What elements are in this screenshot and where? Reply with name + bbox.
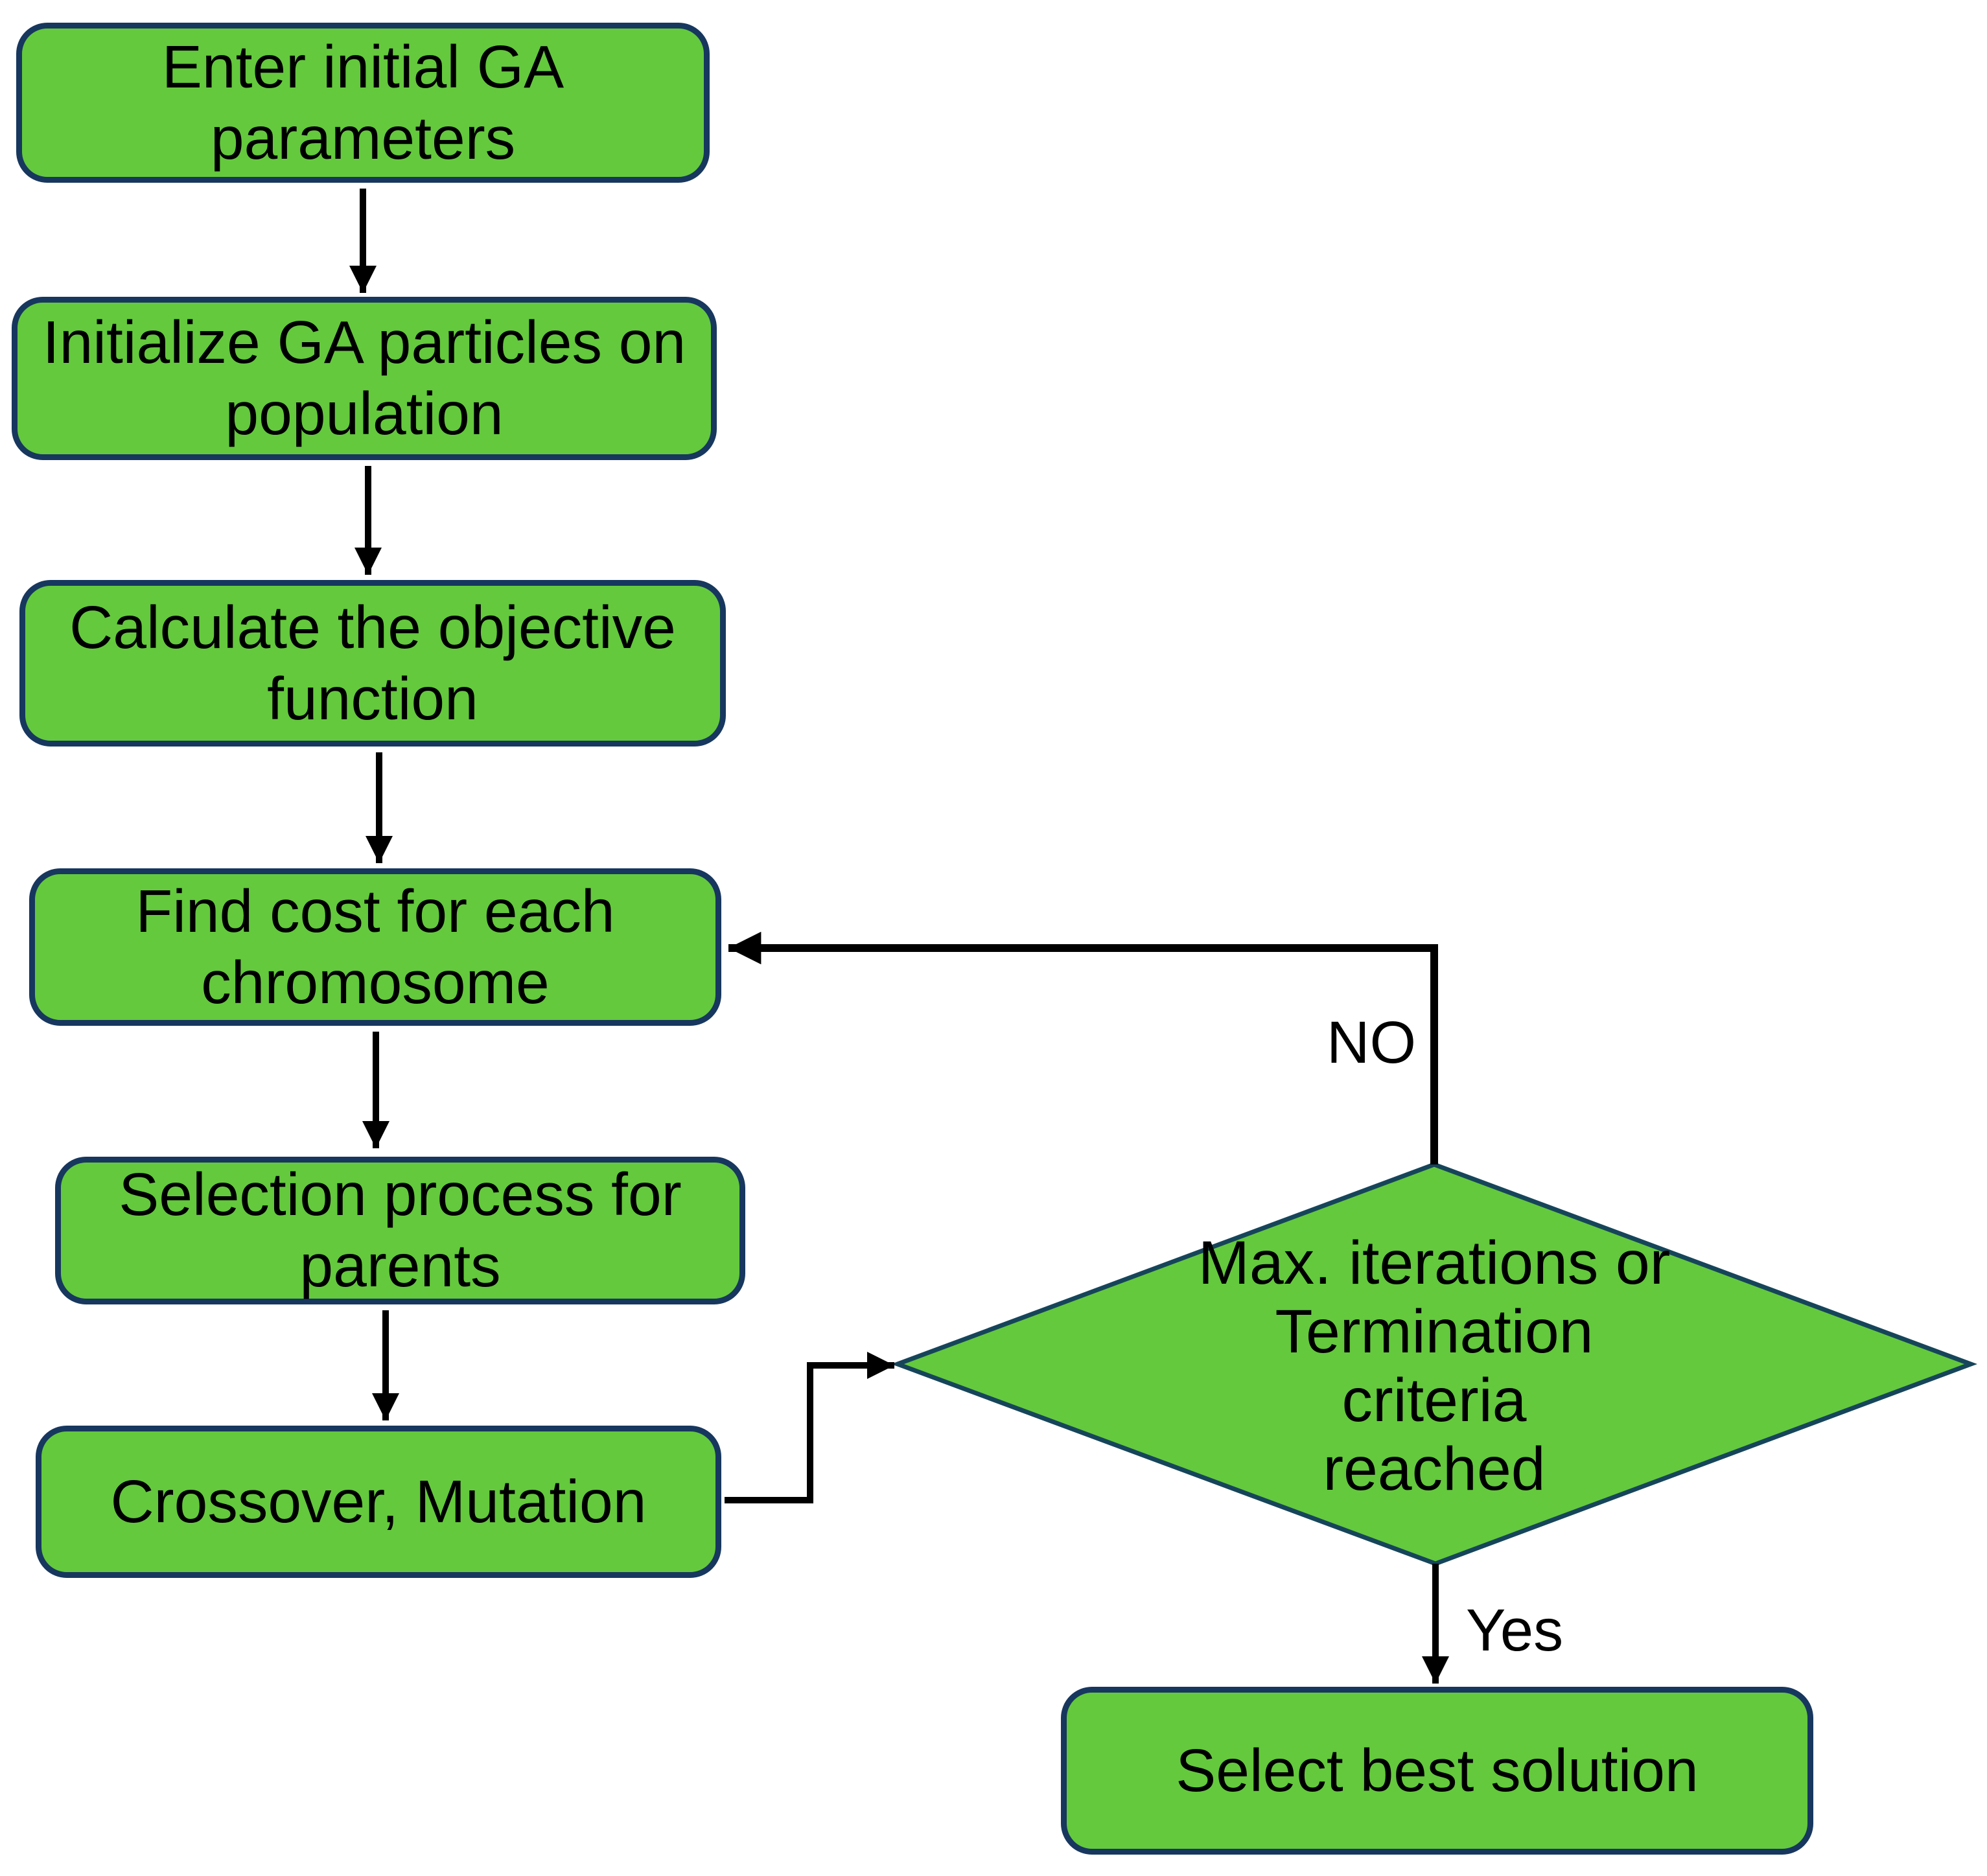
step-objective-function: Calculate the objective function [19, 580, 726, 747]
arrow-crossover-to-decision [725, 1352, 894, 1503]
arrow-no-feedback [728, 931, 1438, 1164]
decision-diamond-label: Max. iterations or Termination criteria … [1198, 1229, 1671, 1503]
step-initialize-population: Initialize GA particles on population [12, 297, 717, 460]
step-enter-parameters: Enter initial GA parameters [16, 23, 710, 183]
step-select-best: Select best solution [1061, 1687, 1813, 1855]
yes-branch-label: Yes [1466, 1597, 1564, 1663]
step-selection: Selection process for parents [55, 1157, 745, 1304]
no-branch-label: NO [1327, 1010, 1416, 1076]
step-find-cost: Find cost for each chromosome [29, 868, 721, 1026]
step-crossover-mutation: Crossover, Mutation [36, 1426, 721, 1578]
